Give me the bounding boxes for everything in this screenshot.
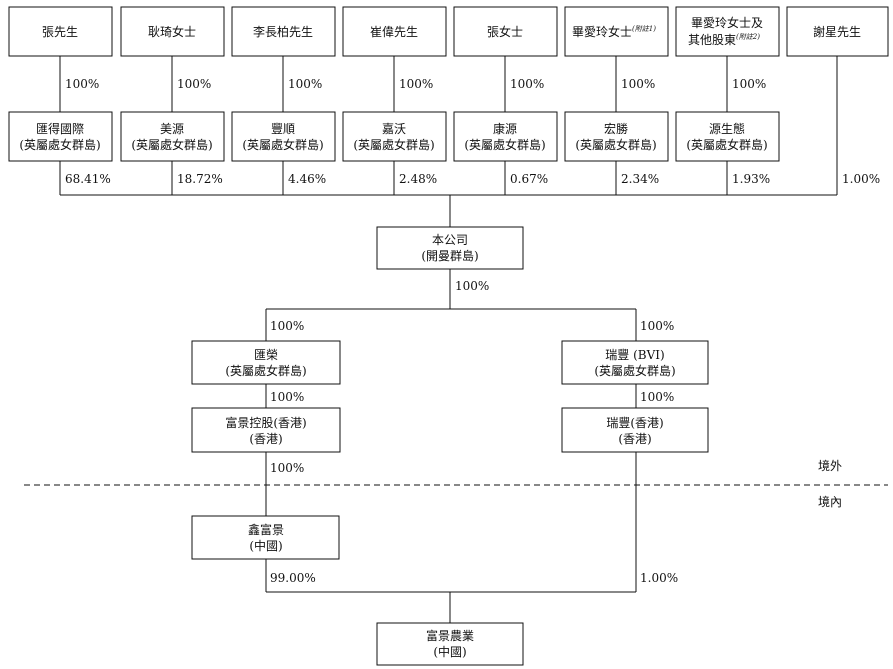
holdco-name: 豐順 [271,122,295,136]
holdco-name: 宏勝 [604,121,628,136]
shareholder-name: 畢愛玲女士及 [691,15,763,30]
holdco-box-3 [231,111,336,162]
company-place: (開曼群島) [421,248,478,263]
shareholder-name: 崔偉先生 [370,25,418,39]
holdco-box-2 [120,111,225,162]
holdco-place: (英屬處女群島) [575,137,656,152]
note-ref: (附註1) [632,25,656,33]
left-pct-1: 100% [270,319,304,333]
shareholder-name: 張女士 [487,24,523,39]
holding-pct: 0.67% [510,172,548,186]
holdco-name: 源生態 [709,121,745,136]
shareholder-name: 謝星先生 [813,24,861,39]
ownership-pct: 100% [288,77,322,91]
holdco-place: (英屬處女群島) [242,137,323,152]
right-bvi-name: 瑞豐 (BVI) [605,348,664,362]
company-name: 本公司 [432,233,468,247]
left-bvi-name: 匯榮 [254,348,278,362]
opco-name: 富景農業 [426,628,474,643]
left-hk-place: (香港) [249,432,282,446]
ownership-pct: 100% [177,77,211,91]
right-bvi-box [561,340,709,385]
offshore-label: 境外 [818,458,842,473]
ownership-pct: 100% [65,77,99,91]
holdco-name: 匯得國際 [36,121,84,136]
onshore-label: 境內 [818,494,842,509]
holdco-place: (英屬處女群島) [353,137,434,152]
holding-pct: 1.00% [842,172,880,186]
shareholder-name-line2: 其他股東(附註2) [688,33,760,47]
holdco-place: (英屬處女群島) [131,137,212,152]
opco-place: (中國) [433,644,466,659]
holding-pct: 1.93% [732,172,770,186]
ownership-pct: 100% [732,77,766,91]
holdco-box-4 [342,111,447,162]
holdco-box-1 [8,111,113,162]
right-hk-box [561,407,709,453]
shareholder-box-7 [675,6,780,57]
holdco-name: 康源 [493,121,517,136]
right-bvi-place: (英屬處女群島) [594,363,675,378]
right-pct-4: 1.00% [640,571,678,585]
holding-pct: 68.41% [65,172,111,186]
holdco-name: 嘉沃 [382,122,406,136]
holding-pct: 4.46% [288,172,326,186]
holding-pct: 2.48% [399,172,437,186]
shareholder-name: 張先生 [42,25,78,39]
ownership-pct: 100% [510,77,544,91]
holdco-name: 美源 [160,122,184,136]
left-bvi-place: (英屬處女群島) [225,363,306,378]
left-pct-3: 100% [270,461,304,475]
opco-box [376,622,524,666]
left-prc-name: 鑫富景 [248,522,284,537]
ownership-pct: 100% [621,77,655,91]
left-hk-name: 富景控股(香港) [225,415,306,430]
holdco-place: (英屬處女群島) [464,137,545,152]
holding-pct: 18.72% [177,172,223,186]
holdco-box-7 [675,111,780,162]
shareholder-name: 李長柏先生 [253,24,313,39]
right-hk-place: (香港) [618,432,651,446]
right-pct-1: 100% [640,319,674,333]
holdco-box-6 [564,111,669,162]
ownership-pct: 100% [399,77,433,91]
note-ref: (附註2) [736,33,760,41]
holdco-place: (英屬處女群島) [19,137,100,152]
shareholder-name: 耿琦女士 [148,24,196,39]
shareholder-name: 畢愛玲女士(附註1) [572,24,656,39]
left-pct-2: 100% [270,390,304,404]
left-pct-4: 99.00% [270,571,316,585]
holdco-place: (英屬處女群島) [686,137,767,152]
holding-pct: 2.34% [621,172,659,186]
company-pct: 100% [455,279,489,293]
holdco-box-5 [453,111,558,162]
right-hk-name: 瑞豐(香港) [606,416,663,430]
right-pct-2: 100% [640,390,674,404]
left-prc-place: (中國) [249,538,282,553]
